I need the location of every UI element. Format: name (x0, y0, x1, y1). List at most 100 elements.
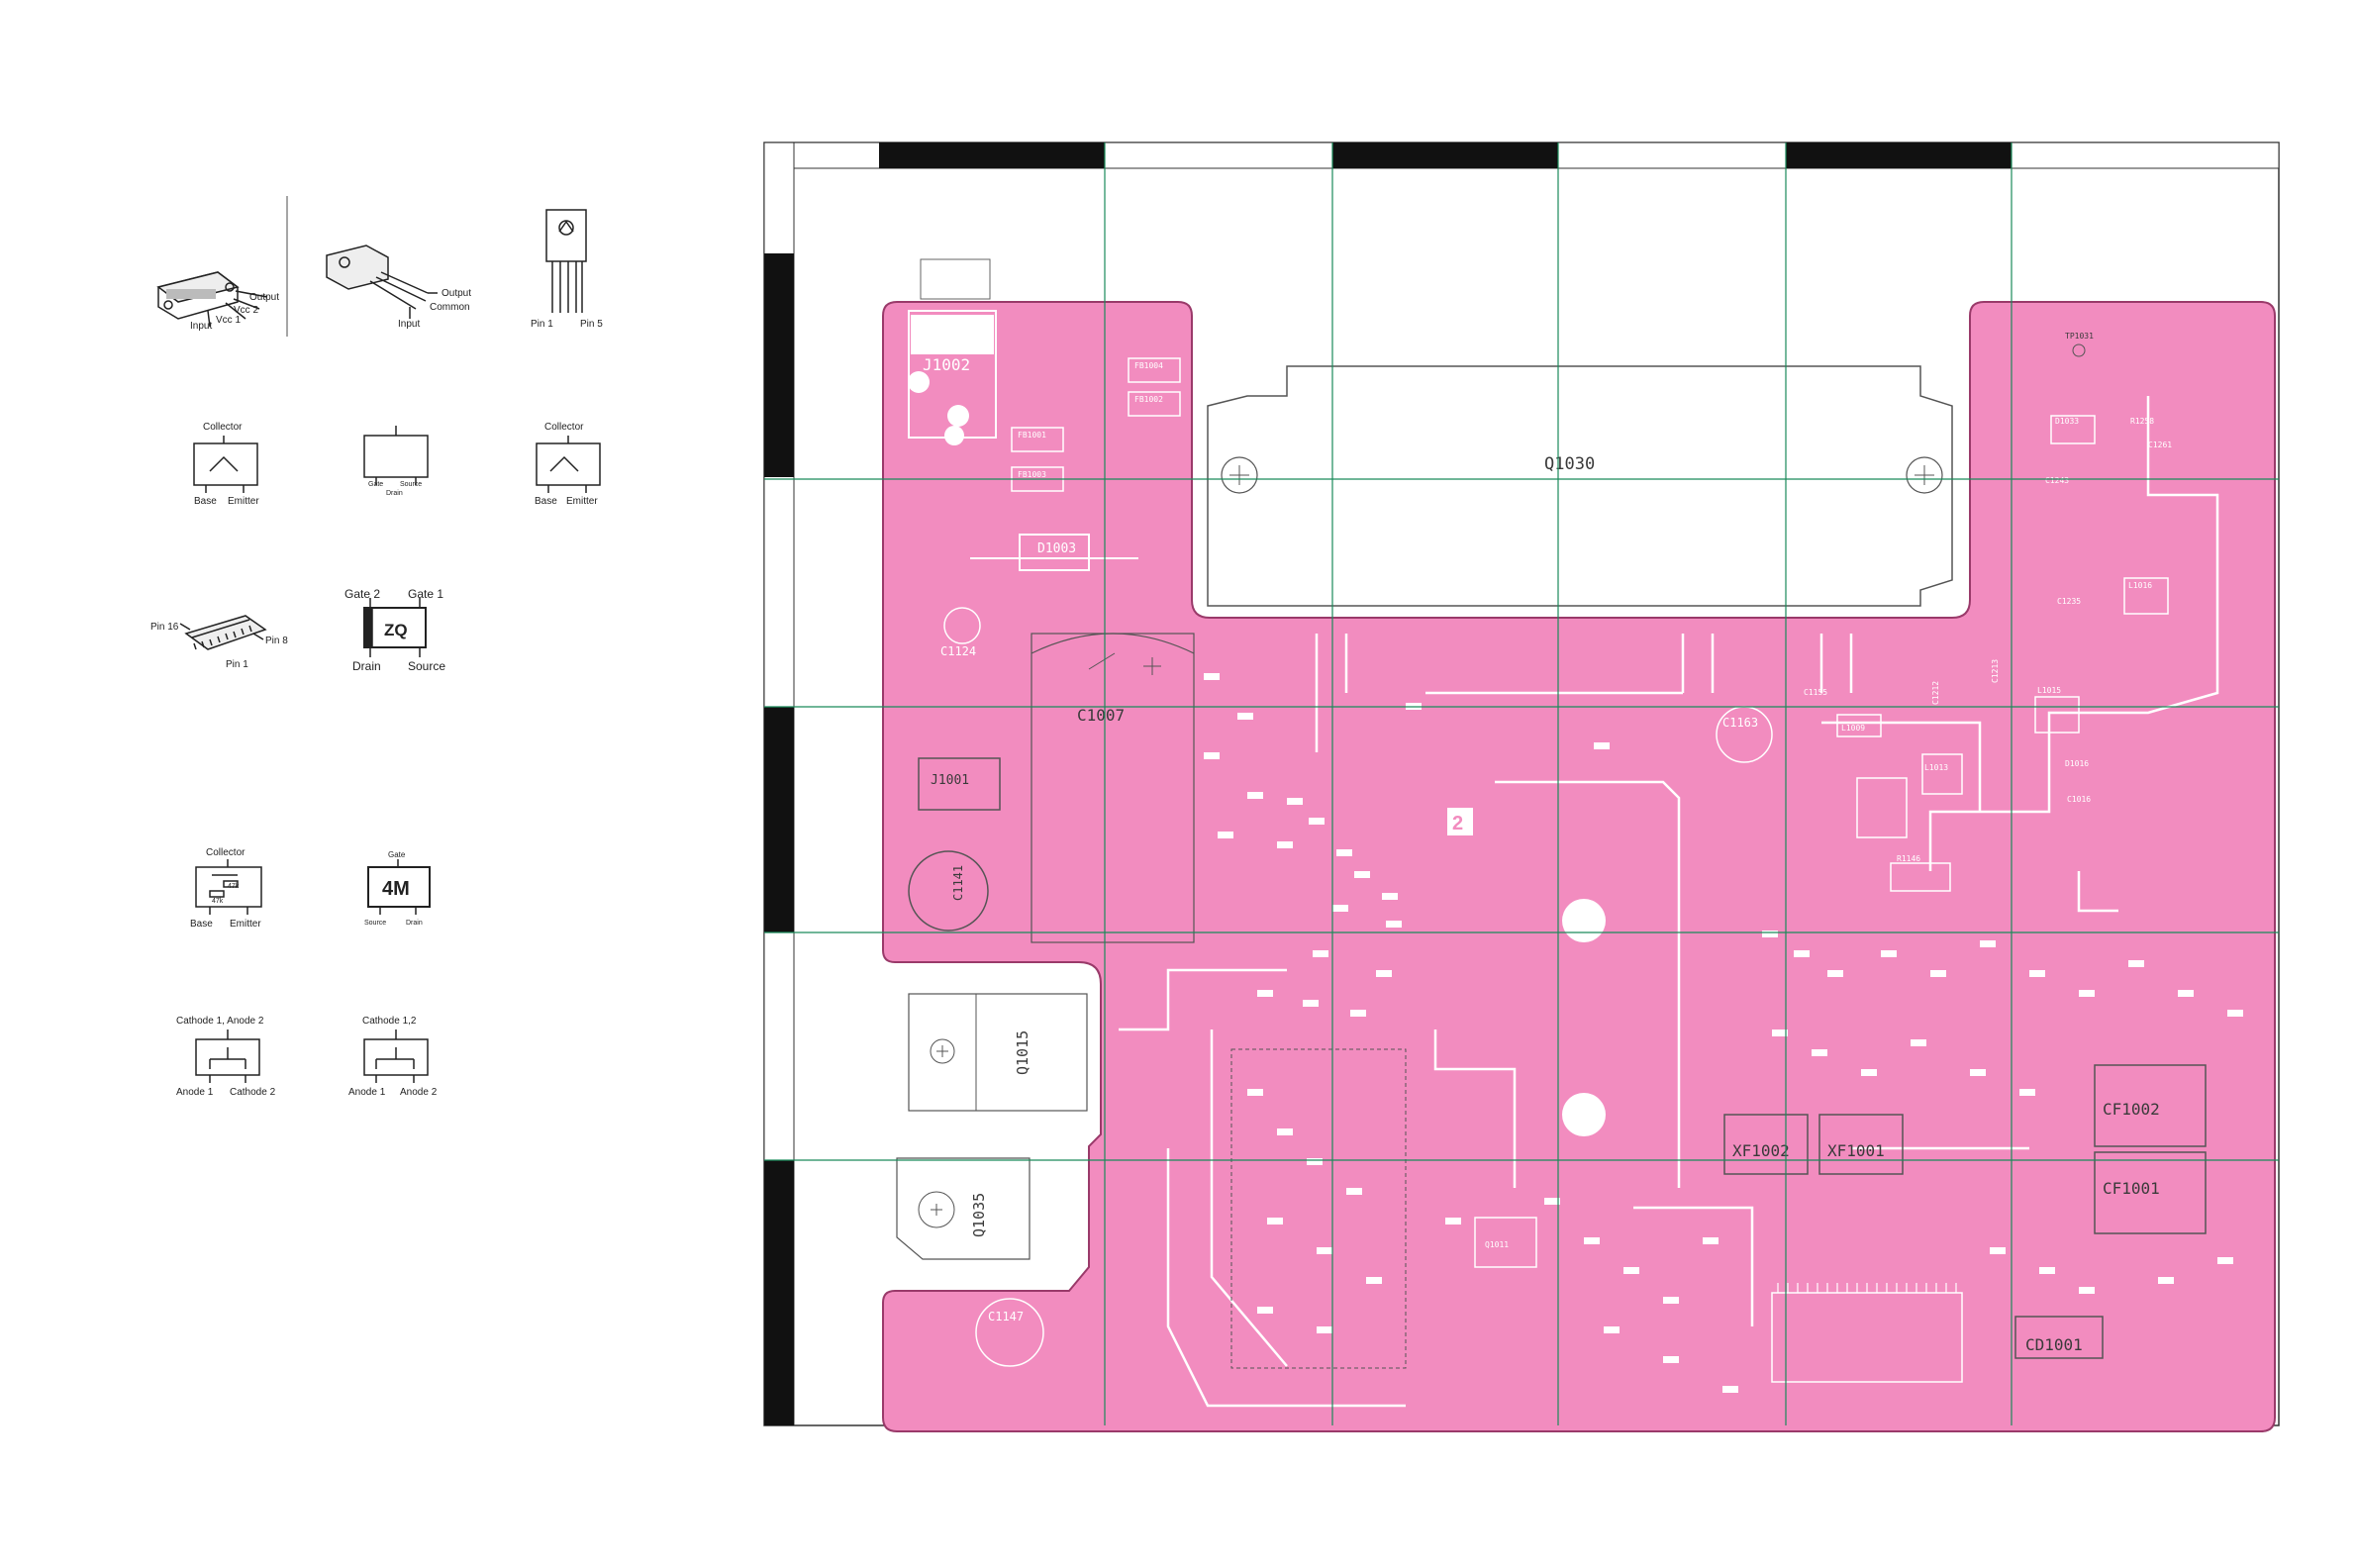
l1009-label: L1009 (1841, 724, 1865, 733)
q1030-label: Q1030 (1544, 454, 1595, 474)
sot-b-gate-label: Gate (368, 481, 383, 488)
sot-transistor-a-icon (193, 436, 258, 493)
sixteen-pin-ic-icon (179, 615, 267, 650)
pcb-board: Q1030 J1002 FB1004 FB1002 FB1001 FB1003 … (882, 258, 2276, 1432)
d1016-label: D1016 (2065, 759, 2089, 768)
regulator-package-icon (326, 245, 438, 319)
sot-transistor-c-icon (536, 436, 601, 493)
pkg3-pin1-label: Pin 1 (531, 319, 553, 330)
diode-pair-2-icon (363, 1029, 429, 1083)
dtr-r2-label: 47k (212, 898, 224, 905)
fm4-drain-label: Drain (406, 920, 423, 927)
dio1-cathode2-label: Cathode 2 (230, 1087, 276, 1098)
cd1001-label: CD1001 (2025, 1335, 2083, 1354)
dtr-base-label: Base (190, 919, 213, 930)
pcb-traces (1119, 396, 2219, 1408)
grid-lines (764, 143, 2279, 1425)
dio2-anode1-label: Anode 1 (348, 1087, 386, 1098)
sot-b-drain-label: Drain (386, 490, 403, 497)
d1033-label: D1033 (2055, 417, 2079, 426)
dio1-anode1-label: Anode 1 (176, 1087, 214, 1098)
fb1002-label: FB1002 (1134, 395, 1163, 404)
digital-transistor-icon (195, 859, 262, 915)
fm4-source-label: Source (364, 920, 386, 927)
q1035-regulator: Q1035 (896, 1157, 1031, 1260)
cf1001-label: CF1001 (2103, 1179, 2160, 1198)
section-marker: 2 (1452, 813, 1463, 834)
l1015-label: L1015 (2037, 686, 2061, 695)
c1007-capacitor: C1007 (1031, 633, 1195, 943)
sot-a-base-label: Base (194, 496, 217, 507)
dio1-top-label: Cathode 1, Anode 2 (176, 1016, 264, 1027)
zq-drain-label: Drain (352, 659, 381, 673)
fm4-marking: 4M (382, 878, 410, 900)
zq-gate2-label: Gate 2 (344, 587, 380, 601)
fet-4m-icon (367, 859, 431, 915)
pkg1-vcc1-label: Vcc 1 (216, 315, 241, 326)
l1016-label: L1016 (2128, 581, 2152, 590)
c1163-label: C1163 (1722, 716, 1758, 730)
power-module-package-icon (156, 196, 288, 337)
fb1003-label: FB1003 (1018, 470, 1046, 479)
c1235-label: C1235 (2057, 597, 2081, 606)
c1147-label: C1147 (988, 1310, 1024, 1323)
pkg3-pin5-label: Pin 5 (580, 319, 603, 330)
q1030-power-module: Q1030 (1207, 365, 1953, 607)
ic16-pin8-label: Pin 8 (265, 636, 288, 646)
dio2-top-label: Cathode 1,2 (362, 1016, 417, 1027)
fb1001-label: FB1001 (1018, 431, 1046, 440)
pkg2-output-label: Output (442, 288, 471, 299)
j1002-connector: J1002 (908, 258, 997, 445)
c1213-label: C1213 (1991, 659, 2000, 683)
sot-c-emitter-label: Emitter (566, 496, 598, 507)
j1001-label: J1001 (931, 773, 969, 788)
r1146-label: R1146 (1897, 854, 1920, 863)
pkg2-common-label: Common (430, 302, 470, 313)
sot-a-emitter-label: Emitter (228, 496, 259, 507)
dtr-emitter-label: Emitter (230, 919, 261, 930)
zq-gate1-label: Gate 1 (408, 587, 443, 601)
cf1002-label: CF1002 (2103, 1100, 2160, 1119)
j1002-label: J1002 (923, 355, 970, 374)
zq-marking: ZQ (384, 621, 408, 639)
c1212-label: C1212 (1931, 681, 1940, 705)
pkg1-vcc2-label: Vcc 2 (234, 305, 258, 316)
fb1004-label: FB1004 (1134, 361, 1163, 370)
c1141-label: C1141 (951, 865, 965, 901)
c1155-label: C1155 (1804, 688, 1827, 697)
d1003-label: D1003 (1037, 541, 1076, 556)
sot-c-collector-label: Collector (544, 422, 584, 433)
pkg2-input-label: Input (398, 319, 420, 330)
dtr-r1-label: 47k (228, 883, 240, 890)
zq-source-label: Source (408, 659, 445, 673)
diode-pair-1-icon (195, 1029, 260, 1083)
ic16-pin1-label: Pin 1 (226, 659, 248, 670)
sot-a-collector-label: Collector (203, 422, 243, 433)
r1258-label: R1258 (2130, 417, 2154, 426)
xf1001-label: XF1001 (1827, 1141, 1885, 1160)
c1261-label: C1261 (2148, 441, 2172, 449)
component-package-legend: Output Vcc 2 Vcc 1 Input Output Common I… (150, 196, 603, 1098)
q1015-regulator: Q1015 (908, 993, 1088, 1112)
pkg1-input-label: Input (190, 321, 212, 332)
xf1002-label: XF1002 (1732, 1141, 1790, 1160)
c1124-label: C1124 (940, 644, 976, 658)
five-pin-package-icon (545, 209, 587, 313)
q1035-label: Q1035 (970, 1193, 988, 1237)
fm4-gate-label: Gate (388, 850, 406, 859)
pkg1-output-label: Output (249, 292, 279, 303)
c1016-label: C1016 (2067, 795, 2091, 804)
ic16-pin16-label: Pin 16 (150, 622, 179, 633)
l1013-label: L1013 (1924, 763, 1948, 772)
dual-gate-fet-icon (363, 598, 427, 657)
drawing-frame (763, 142, 2280, 1426)
sot-b-source-label: Source (400, 481, 422, 488)
q1015-label: Q1015 (1014, 1030, 1031, 1075)
c1007-label: C1007 (1077, 706, 1125, 725)
sot-fet-b-icon (363, 426, 429, 485)
q1011-label: Q1011 (1485, 1240, 1509, 1249)
c1243-label: C1243 (2045, 476, 2069, 485)
dio2-anode2-label: Anode 2 (400, 1087, 438, 1098)
